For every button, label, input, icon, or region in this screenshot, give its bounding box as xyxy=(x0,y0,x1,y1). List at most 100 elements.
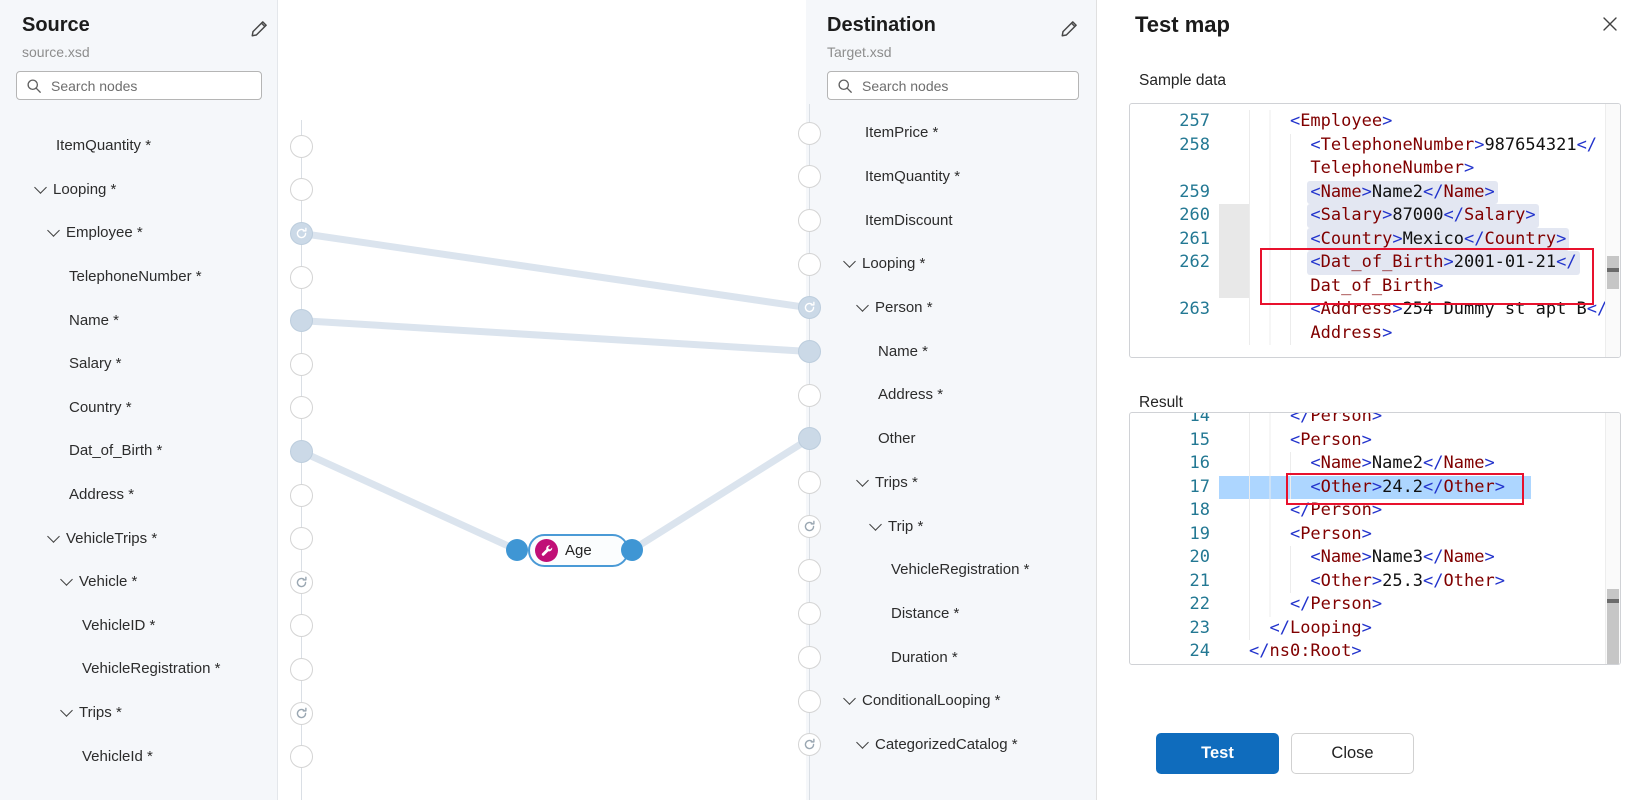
code-line-259: 259<Name>Name2</Name> xyxy=(1130,180,1620,204)
source-tree-item-Dat_of_Birth[interactable]: Dat_of_Birth * xyxy=(0,429,277,473)
connection-line[interactable] xyxy=(297,317,813,355)
function-node-age[interactable]: Age xyxy=(528,534,629,567)
result-editor[interactable]: 14</Person>15<Person>16<Name>Name2</Name… xyxy=(1129,412,1621,665)
source-port-TelephoneNumber[interactable] xyxy=(289,265,313,289)
connection-line[interactable] xyxy=(297,447,521,554)
chevron-down-icon[interactable] xyxy=(843,255,856,269)
source-port-ItemQuantity[interactable] xyxy=(289,134,313,158)
close-icon[interactable] xyxy=(1597,12,1623,38)
source-tree-item-Address[interactable]: Address * xyxy=(0,473,277,517)
function-output-handle[interactable] xyxy=(621,539,643,561)
destination-port-Trip[interactable] xyxy=(797,514,821,538)
destination-port-Address[interactable] xyxy=(797,383,821,407)
source-port-Name[interactable] xyxy=(289,309,313,333)
sample-data-editor[interactable]: 257<Employee>258<TelephoneNumber>9876543… xyxy=(1129,103,1621,358)
destination-port-VehicleRegistration[interactable] xyxy=(797,558,821,582)
destination-port-Trips[interactable] xyxy=(797,471,821,495)
code-line-22: 22</Person> xyxy=(1130,593,1620,617)
source-tree-item-Trips[interactable]: Trips * xyxy=(0,691,277,735)
source-port-VehicleTrips[interactable] xyxy=(289,527,313,551)
source-port-VehicleID[interactable] xyxy=(289,614,313,638)
destination-port-ConditionalLooping[interactable] xyxy=(797,689,821,713)
destination-port-ItemDiscount[interactable] xyxy=(797,208,821,232)
loop-icon xyxy=(804,738,815,750)
tree-item-label: Person * xyxy=(875,299,933,317)
chevron-down-icon[interactable] xyxy=(60,704,73,717)
destination-tree-item-Distance[interactable]: Distance * xyxy=(806,592,1096,636)
source-tree-item-VehicleTrips[interactable]: VehicleTrips * xyxy=(0,516,277,560)
source-search-input[interactable] xyxy=(49,76,252,95)
destination-panel: Destination Target.xsd ItemPrice *ItemQu… xyxy=(806,0,1096,800)
source-port-Employee[interactable] xyxy=(289,221,313,245)
code-text: <Name>Name2</Name> xyxy=(1249,452,1495,476)
source-port-Country[interactable] xyxy=(289,396,313,420)
tree-item-label: VehicleRegistration * xyxy=(891,561,1030,579)
chevron-down-icon[interactable] xyxy=(856,736,869,749)
source-tree-item-Name[interactable]: Name * xyxy=(0,298,277,342)
source-tree-item-Country[interactable]: Country * xyxy=(0,386,277,430)
destination-tree-item-Address[interactable]: Address * xyxy=(806,373,1096,417)
source-tree-item-VehicleId[interactable]: VehicleId * xyxy=(0,734,277,778)
scrollbar-thumb[interactable] xyxy=(1607,589,1619,664)
connection-line[interactable] xyxy=(628,435,813,554)
source-tree-item-Salary[interactable]: Salary * xyxy=(0,342,277,386)
destination-tree-item-Looping[interactable]: Looping * xyxy=(806,242,1096,286)
source-tree-item-Employee[interactable]: Employee * xyxy=(0,211,277,255)
destination-port-Distance[interactable] xyxy=(797,602,821,626)
destination-port-ItemQuantity[interactable] xyxy=(797,165,821,189)
chevron-down-icon[interactable] xyxy=(843,692,856,706)
destination-port-CategorizedCatalog[interactable] xyxy=(797,733,821,757)
destination-tree-item-ItemQuantity[interactable]: ItemQuantity * xyxy=(806,155,1096,199)
source-port-Salary[interactable] xyxy=(289,352,313,376)
destination-search-input[interactable] xyxy=(860,76,1069,95)
chevron-down-icon[interactable] xyxy=(47,529,60,543)
destination-tree-item-ItemPrice[interactable]: ItemPrice * xyxy=(806,111,1096,155)
chevron-down-icon[interactable] xyxy=(34,181,47,194)
source-port-Trips[interactable] xyxy=(289,701,313,725)
destination-tree-item-ConditionalLooping[interactable]: ConditionalLooping * xyxy=(806,679,1096,723)
destination-tree-item-ItemDiscount[interactable]: ItemDiscount xyxy=(806,198,1096,242)
destination-port-Name[interactable] xyxy=(797,340,821,363)
source-port-Vehicle[interactable] xyxy=(289,570,313,594)
chevron-down-icon[interactable] xyxy=(47,224,60,238)
destination-port-Person[interactable] xyxy=(797,296,821,320)
destination-tree-item-Trips[interactable]: Trips * xyxy=(806,461,1096,505)
code-line-262: Dat_of_Birth> xyxy=(1130,274,1620,298)
scrollbar-track[interactable] xyxy=(1605,104,1620,357)
edit-source-button[interactable] xyxy=(246,16,272,42)
destination-tree-item-VehicleRegistration[interactable]: VehicleRegistration * xyxy=(806,548,1096,592)
function-input-handle[interactable] xyxy=(506,539,528,561)
connection-line[interactable] xyxy=(297,229,813,312)
source-tree-item-VehicleID[interactable]: VehicleID * xyxy=(0,604,277,648)
chevron-down-icon[interactable] xyxy=(60,573,73,587)
test-button[interactable]: Test xyxy=(1156,733,1279,774)
destination-tree-item-Other[interactable]: Other xyxy=(806,417,1096,461)
destination-port-ItemPrice[interactable] xyxy=(797,121,821,145)
destination-tree-item-Trip[interactable]: Trip * xyxy=(806,504,1096,548)
destination-port-Looping[interactable] xyxy=(797,252,821,276)
source-port-Looping[interactable] xyxy=(289,178,313,202)
edit-destination-button[interactable] xyxy=(1056,16,1082,42)
source-tree-item-VehicleRegistration[interactable]: VehicleRegistration * xyxy=(0,647,277,691)
destination-port-Other[interactable] xyxy=(797,427,821,451)
scrollbar-thumb[interactable] xyxy=(1607,256,1619,289)
source-tree-item-Looping[interactable]: Looping * xyxy=(0,168,277,212)
source-port-Dat_of_Birth[interactable] xyxy=(289,439,313,463)
destination-port-Duration[interactable] xyxy=(797,645,821,669)
destination-tree-item-Name[interactable]: Name * xyxy=(806,329,1096,373)
scrollbar-track[interactable] xyxy=(1605,413,1620,664)
source-tree-item-TelephoneNumber[interactable]: TelephoneNumber * xyxy=(0,255,277,299)
destination-tree-item-Person[interactable]: Person * xyxy=(806,286,1096,330)
close-button[interactable]: Close xyxy=(1291,733,1414,774)
code-text: <Address>254 Dummy st apt B</ xyxy=(1249,298,1607,322)
chevron-down-icon[interactable] xyxy=(856,473,869,487)
destination-tree-item-CategorizedCatalog[interactable]: CategorizedCatalog * xyxy=(806,723,1096,767)
chevron-down-icon[interactable] xyxy=(856,299,869,312)
chevron-down-icon[interactable] xyxy=(869,517,882,531)
source-tree-item-Vehicle[interactable]: Vehicle * xyxy=(0,560,277,604)
destination-tree-item-Duration[interactable]: Duration * xyxy=(806,635,1096,679)
source-port-Address[interactable] xyxy=(289,483,313,507)
source-port-VehicleId[interactable] xyxy=(289,745,313,769)
source-tree-item-ItemQuantity[interactable]: ItemQuantity * xyxy=(0,124,277,168)
source-port-VehicleRegistration[interactable] xyxy=(289,657,313,681)
